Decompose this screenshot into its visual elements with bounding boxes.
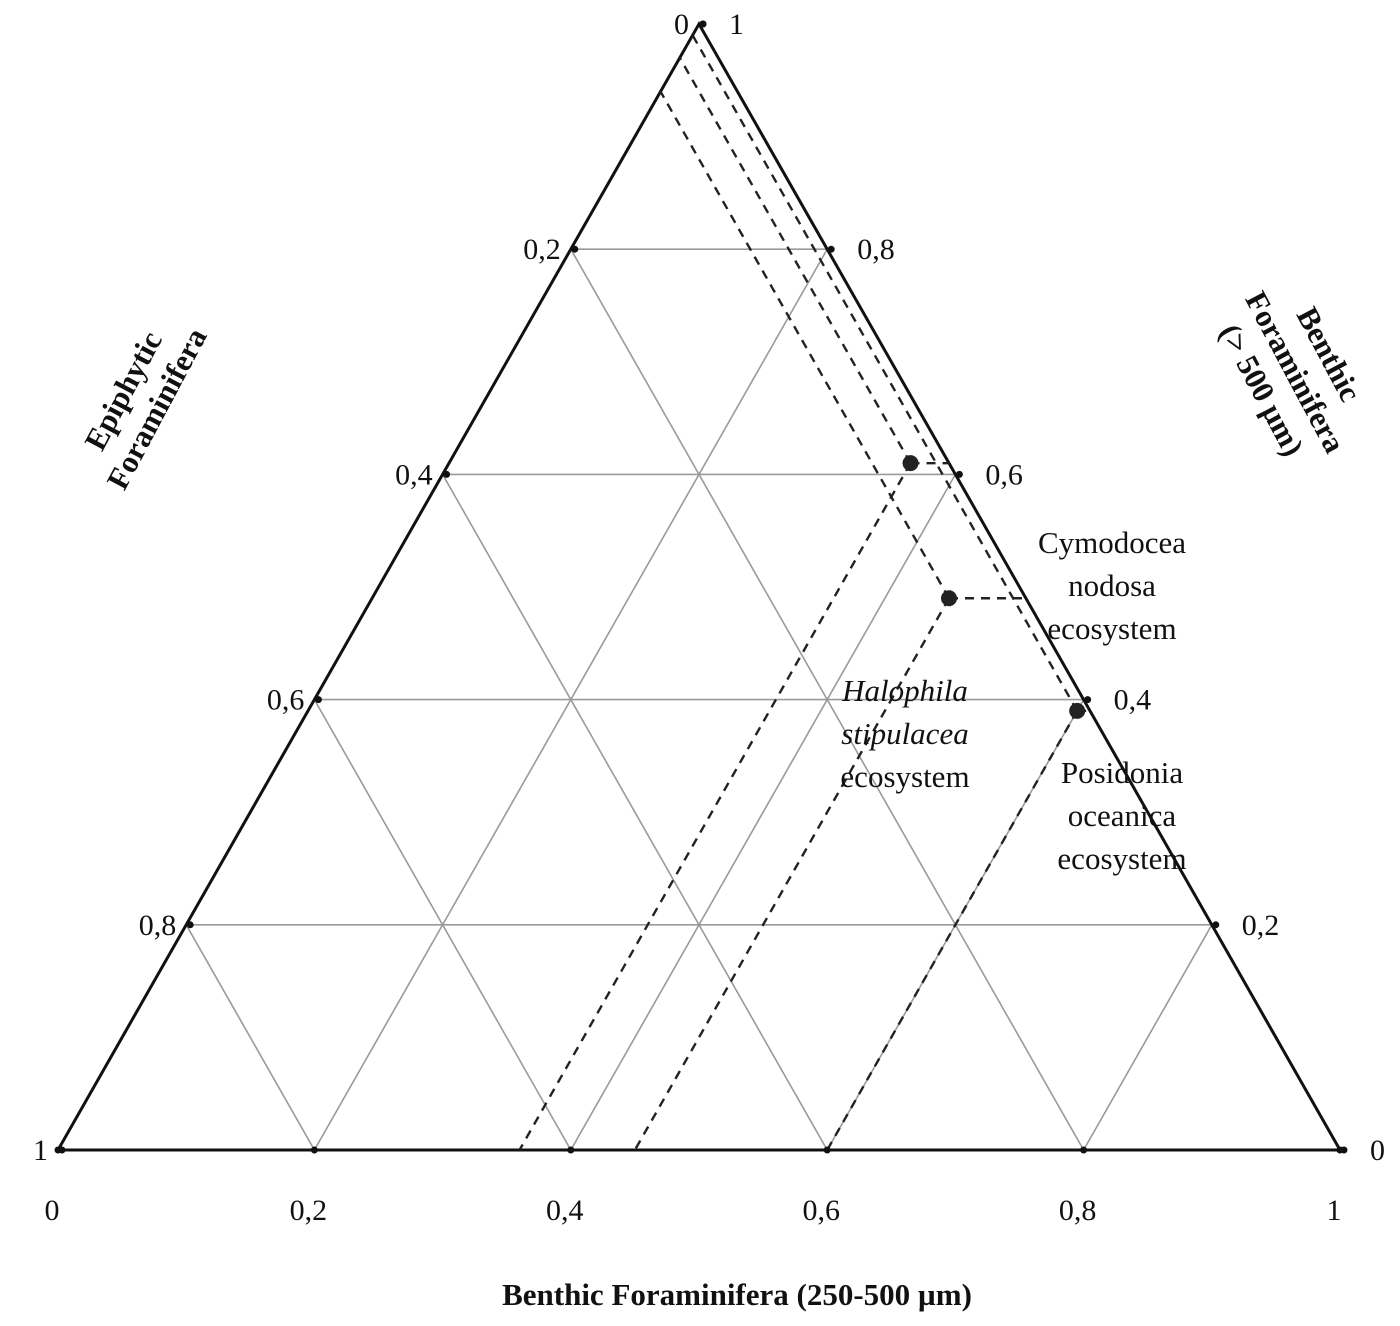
reading-guides (518, 34, 1091, 1151)
grid-line-falling (570, 248, 1085, 1151)
left-tick-label: 1 (33, 1134, 48, 1167)
left-axis-title: Epiphytic Foraminifera (77, 322, 214, 495)
right-tick-label: 0,8 (857, 233, 895, 266)
left-tick-mark (186, 921, 194, 929)
left-tick-mark (443, 470, 451, 478)
left-tick-label: 0,2 (523, 233, 561, 266)
right-tick-label: 0,4 (1114, 684, 1152, 717)
left-tick-label: 0,6 (267, 684, 305, 717)
left-tick-mark (58, 1146, 66, 1154)
bottom-tick-mark (1080, 1146, 1088, 1154)
grid-line-falling (441, 474, 828, 1151)
point-label-line: Cymodocea (1038, 525, 1186, 560)
left-tick-mark (571, 245, 579, 253)
grid-line-falling (185, 924, 316, 1151)
point-label-line: oceanica (1068, 798, 1177, 833)
data-point: Posidonia oceanica ecosystem (1069, 702, 1086, 719)
point-label-line: Posidonia (1061, 755, 1184, 790)
bottom-tick-label: 0 (45, 1194, 60, 1227)
point-label-line: Halophila (841, 673, 968, 708)
triangle-outline (55, 20, 1343, 1152)
bottom-tick-label: 0,2 (290, 1194, 328, 1227)
point-label-line: ecosystem (1057, 841, 1186, 876)
right-tick-label: 0 (1370, 1134, 1385, 1167)
bottom-axis-title: Benthic Foraminifera (250-500 µm) (502, 1277, 972, 1312)
guide-to-left-axis (659, 90, 951, 599)
left-tick-mark (314, 696, 322, 704)
data-point: Cymodocea nodosa ecosystem (902, 455, 919, 472)
guide-to-left-axis (691, 34, 1079, 712)
right-tick-label: 1 (729, 8, 744, 41)
bottom-tick-mark (567, 1146, 575, 1154)
right-tick-mark (699, 20, 707, 28)
right-tick-mark (1340, 1146, 1348, 1154)
bottom-tick-mark (823, 1146, 831, 1154)
right-tick-mark (1212, 921, 1220, 929)
grid-line-rising (570, 474, 957, 1151)
guide-to-bottom-axis (633, 597, 951, 1151)
right-tick-label: 0,2 (1242, 909, 1280, 942)
point-label-line: ecosystem (840, 759, 969, 794)
bottom-tick-label: 0,6 (802, 1194, 840, 1227)
right-tick-label: 0,6 (985, 458, 1023, 491)
bottom-tick-mark (310, 1146, 318, 1154)
right-axis-title: Benthic Foraminifera (> 500 µm) (1213, 286, 1369, 462)
bottom-tick-label: 0,8 (1059, 1194, 1097, 1227)
grid-lines (185, 248, 1213, 1151)
left-tick-label: 0 (674, 8, 689, 41)
guide-to-left-axis (678, 57, 912, 464)
right-tick-mark (955, 470, 963, 478)
point-labels: CymodoceanodosaecosystemHalophilastipula… (840, 525, 1186, 876)
point-label-line: ecosystem (1047, 611, 1176, 646)
grid-line-falling (313, 699, 572, 1151)
data-point: Halophila stipulacea ecosystem (940, 590, 957, 607)
point-label-line: nodosa (1068, 568, 1156, 603)
point-label-line: stipulacea (841, 716, 968, 751)
bottom-tick-label: 0,4 (546, 1194, 584, 1227)
right-tick-mark (827, 245, 835, 253)
right-tick-mark (1084, 696, 1092, 704)
guide-to-bottom-axis (518, 462, 912, 1151)
grid-line-rising (1082, 924, 1213, 1151)
left-tick-label: 0,4 (395, 458, 433, 491)
triangle-frame (55, 20, 1343, 1152)
bottom-tick-label: 1 (1327, 1194, 1342, 1227)
left-tick-label: 0,8 (139, 909, 177, 942)
guide-to-bottom-axis (826, 710, 1079, 1151)
